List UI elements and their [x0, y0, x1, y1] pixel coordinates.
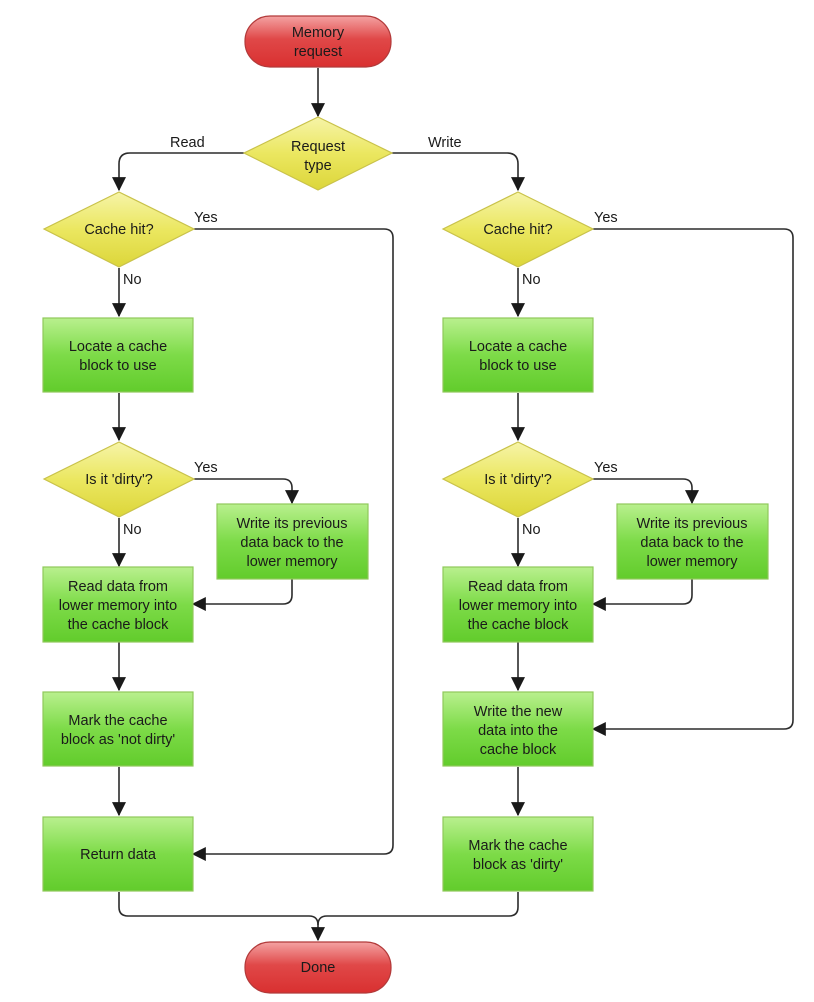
label-read: Read	[170, 135, 205, 151]
node-write-writeback-line-2: data back to the	[640, 535, 743, 551]
edge-write-writeback-to-readdata	[591, 579, 693, 611]
node-read-readdata-line-1: Read data from	[68, 579, 168, 595]
label-read-dirty-no: No	[123, 522, 142, 538]
edge-write-mark-to-done	[317, 892, 519, 926]
node-write-writeback-line-3: lower memory	[646, 554, 738, 570]
node-read-readdata-line-3: the cache block	[68, 617, 170, 633]
node-read-mark-line-1: Mark the cache	[68, 713, 167, 729]
node-read-locate-line-2: block to use	[79, 358, 156, 374]
node-write-readdata: Read data from lower memory into the cac…	[442, 566, 594, 643]
edge-labels: Read Write Yes No Yes No Yes No Yes No	[123, 135, 618, 538]
edge-write-hit-yes	[591, 228, 794, 736]
node-write-cache-hit: Cache hit?	[441, 191, 595, 268]
label-write: Write	[428, 135, 462, 151]
node-write-newdata: Write the new data into the cache block	[442, 691, 594, 767]
node-write-mark-line-1: Mark the cache	[468, 838, 567, 854]
node-read-locate-line-1: Locate a cache	[69, 339, 167, 355]
node-write-readdata-line-3: the cache block	[468, 617, 570, 633]
node-read-mark: Mark the cache block as 'not dirty'	[42, 691, 194, 767]
node-memory-request-line-1: Memory	[292, 25, 345, 41]
edges	[112, 68, 794, 942]
node-read-writeback: Write its previous data back to the lowe…	[216, 503, 369, 580]
node-done: Done	[244, 941, 392, 994]
node-read-mark-line-2: block as 'not dirty'	[61, 732, 176, 748]
node-request-type: Request type	[242, 116, 394, 191]
node-read-cache-hit-label: Cache hit?	[84, 222, 153, 238]
node-memory-request: Memory request	[244, 15, 392, 68]
node-write-mark-line-2: block as 'dirty'	[473, 857, 563, 873]
node-write-locate-line-1: Locate a cache	[469, 339, 567, 355]
node-read-dirty: Is it 'dirty'?	[42, 441, 196, 518]
node-write-mark: Mark the cache block as 'dirty'	[442, 816, 594, 892]
label-read-hit-no: No	[123, 272, 142, 288]
label-write-dirty-no: No	[522, 522, 541, 538]
node-read-locate: Locate a cache block to use	[42, 317, 194, 393]
node-write-writeback: Write its previous data back to the lowe…	[616, 503, 769, 580]
edge-read-writeback-to-readdata	[191, 579, 293, 611]
node-write-locate-line-2: block to use	[479, 358, 556, 374]
node-write-newdata-line-1: Write the new	[474, 704, 563, 720]
node-write-newdata-line-2: data into the	[478, 723, 558, 739]
label-write-hit-no: No	[522, 272, 541, 288]
label-read-hit-yes: Yes	[194, 210, 218, 226]
node-read-return: Return data	[42, 816, 194, 892]
node-write-writeback-line-1: Write its previous	[637, 516, 748, 532]
edge-write-branch	[392, 152, 525, 192]
node-write-dirty: Is it 'dirty'?	[441, 441, 595, 518]
label-write-hit-yes: Yes	[594, 210, 618, 226]
node-read-readdata-line-2: lower memory into	[59, 598, 177, 614]
label-write-dirty-yes: Yes	[594, 460, 618, 476]
node-request-type-line-1: Request	[291, 139, 345, 155]
node-read-cache-hit: Cache hit?	[42, 191, 196, 268]
node-read-dirty-label: Is it 'dirty'?	[85, 472, 153, 488]
node-read-writeback-line-2: data back to the	[240, 535, 343, 551]
node-write-readdata-line-1: Read data from	[468, 579, 568, 595]
node-read-return-label: Return data	[80, 847, 157, 863]
node-read-readdata: Read data from lower memory into the cac…	[42, 566, 194, 643]
node-write-dirty-label: Is it 'dirty'?	[484, 472, 552, 488]
node-read-writeback-line-1: Write its previous	[237, 516, 348, 532]
edge-read-branch	[112, 152, 244, 192]
node-memory-request-line-2: request	[294, 44, 342, 60]
node-request-type-line-2: type	[304, 158, 331, 174]
node-write-readdata-line-2: lower memory into	[459, 598, 577, 614]
edge-read-hit-yes	[191, 228, 394, 861]
edge-read-return-to-done	[118, 892, 325, 942]
node-write-cache-hit-label: Cache hit?	[483, 222, 552, 238]
node-done-label: Done	[301, 960, 336, 976]
node-read-writeback-line-3: lower memory	[246, 554, 338, 570]
edge-write-dirty-yes	[593, 478, 699, 505]
node-write-locate: Locate a cache block to use	[442, 317, 594, 393]
label-read-dirty-yes: Yes	[194, 460, 218, 476]
edge-read-dirty-yes	[194, 478, 299, 505]
node-write-newdata-line-3: cache block	[480, 742, 557, 758]
